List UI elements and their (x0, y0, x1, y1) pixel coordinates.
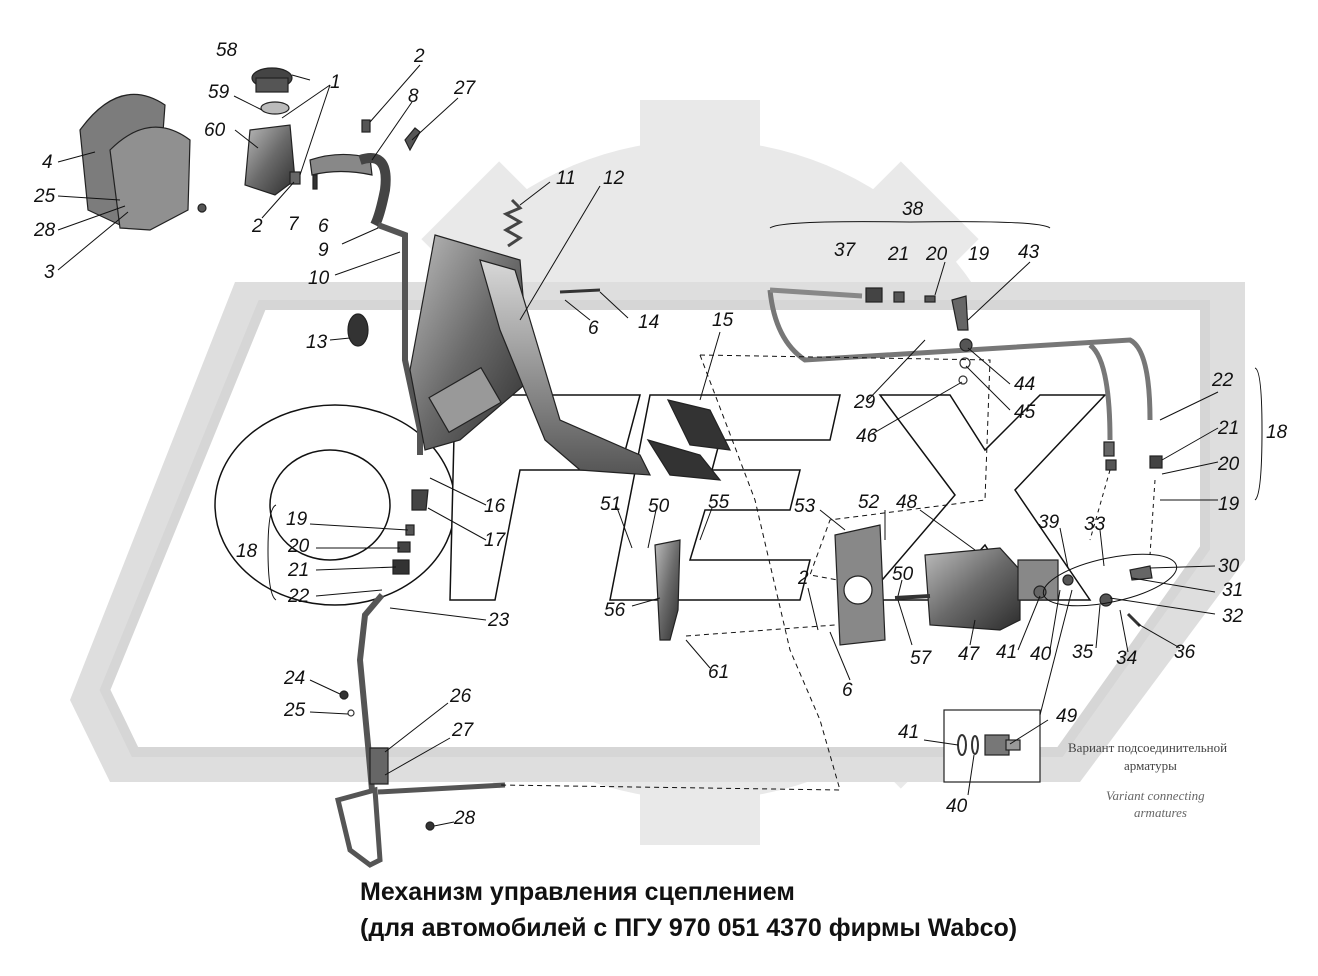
callout-22: 22 (287, 586, 310, 607)
callout-22: 22 (1211, 370, 1234, 391)
callout-55: 55 (708, 492, 730, 513)
callout-27: 27 (451, 720, 475, 741)
callout-17: 17 (484, 530, 507, 551)
callout-7: 7 (288, 214, 300, 235)
callout-31: 31 (1222, 580, 1243, 601)
diagram-caption-line1: Механизм управления сцеплением (360, 878, 795, 906)
callout-12: 12 (603, 168, 625, 189)
callout-36: 36 (1174, 642, 1196, 663)
watermark-logo (70, 100, 1245, 845)
callout-3: 3 (44, 262, 55, 283)
callout-18: 18 (236, 541, 258, 562)
callout-8: 8 (408, 86, 419, 107)
variant-note-ru-line1: Вариант подсоединительной (1068, 740, 1227, 755)
callout-20: 20 (287, 536, 310, 557)
callout-21: 21 (287, 560, 309, 581)
callout-52: 52 (858, 492, 880, 513)
callout-29: 29 (853, 392, 876, 413)
callout-2: 2 (797, 568, 809, 589)
callout-25: 25 (33, 186, 56, 207)
callout-49: 49 (1056, 706, 1078, 727)
callout-28: 28 (33, 220, 56, 241)
clutch-booster-part (924, 547, 1021, 631)
callout-41: 41 (996, 642, 1017, 663)
callout-47: 47 (958, 644, 981, 665)
callout-19: 19 (1218, 494, 1240, 515)
pipe-part (376, 222, 423, 455)
callout-9: 9 (318, 240, 329, 261)
callout-1: 1 (330, 72, 341, 93)
callout-38: 38 (902, 199, 924, 220)
callout-19: 19 (968, 244, 990, 265)
callout-32: 32 (1222, 606, 1244, 627)
callout-41: 41 (898, 722, 919, 743)
callout-33: 33 (1084, 514, 1106, 535)
callout-50: 50 (648, 496, 670, 517)
callout-34: 34 (1116, 648, 1137, 669)
callout-58: 58 (216, 40, 238, 61)
callout-28: 28 (453, 808, 476, 829)
callout-10: 10 (308, 268, 330, 289)
callout-40: 40 (1030, 644, 1052, 665)
callout-2: 2 (413, 46, 425, 67)
callout-21: 21 (1217, 418, 1239, 439)
callout-50: 50 (892, 564, 914, 585)
callout-30: 30 (1218, 556, 1240, 577)
callout-61: 61 (708, 662, 729, 683)
callout-60: 60 (204, 120, 226, 141)
callout-2: 2 (251, 216, 263, 237)
shield-plate-part (109, 126, 191, 231)
callout-16: 16 (484, 496, 506, 517)
callout-24: 24 (283, 668, 305, 689)
callout-15: 15 (712, 310, 734, 331)
callout-14: 14 (638, 312, 659, 333)
callout-19: 19 (286, 509, 308, 530)
callout-56: 56 (604, 600, 626, 621)
variant-note: Вариант подсоединительной арматуры Varia… (1068, 740, 1227, 820)
reservoir-body-part (244, 124, 296, 196)
callout-25: 25 (283, 700, 306, 721)
pedal-pad-part (666, 399, 732, 451)
callout-40: 40 (946, 796, 968, 817)
callout-44: 44 (1014, 374, 1035, 395)
callout-48: 48 (896, 492, 918, 513)
parts (79, 67, 1163, 868)
variant-note-ru-line2: арматуры (1124, 758, 1177, 773)
callout-11: 11 (556, 168, 576, 189)
callout-45: 45 (1014, 402, 1036, 423)
callout-27: 27 (453, 78, 477, 99)
callout-23: 23 (487, 610, 510, 631)
leader-lines (57, 64, 1263, 827)
variant-note-en-line2: armatures (1134, 805, 1187, 820)
callout-57: 57 (910, 648, 933, 669)
callout-43: 43 (1018, 242, 1040, 263)
callout-26: 26 (449, 686, 472, 707)
callout-46: 46 (856, 426, 878, 447)
diagram-caption-line2: (для автомобилей с ПГУ 970 051 4370 фирм… (360, 914, 1018, 942)
callout-6: 6 (842, 680, 853, 701)
callout-21: 21 (887, 244, 909, 265)
callout-53: 53 (794, 496, 816, 517)
callout-59: 59 (208, 82, 230, 103)
callout-4: 4 (42, 152, 53, 173)
variant-note-en-line1: Variant connecting (1106, 788, 1205, 803)
callout-13: 13 (306, 332, 328, 353)
callout-20: 20 (1217, 454, 1240, 475)
callout-20: 20 (925, 244, 948, 265)
callout-51: 51 (600, 494, 621, 515)
callout-35: 35 (1072, 642, 1094, 663)
callout-6: 6 (588, 318, 599, 339)
callout-39: 39 (1038, 512, 1060, 533)
pedal-arm-part (479, 259, 652, 476)
callout-37: 37 (834, 240, 857, 261)
callout-18: 18 (1266, 422, 1288, 443)
callout-labels: 58 1 2 8 27 59 60 4 25 28 3 2 7 6 9 10 1… (33, 40, 1288, 829)
callout-6: 6 (318, 216, 329, 237)
